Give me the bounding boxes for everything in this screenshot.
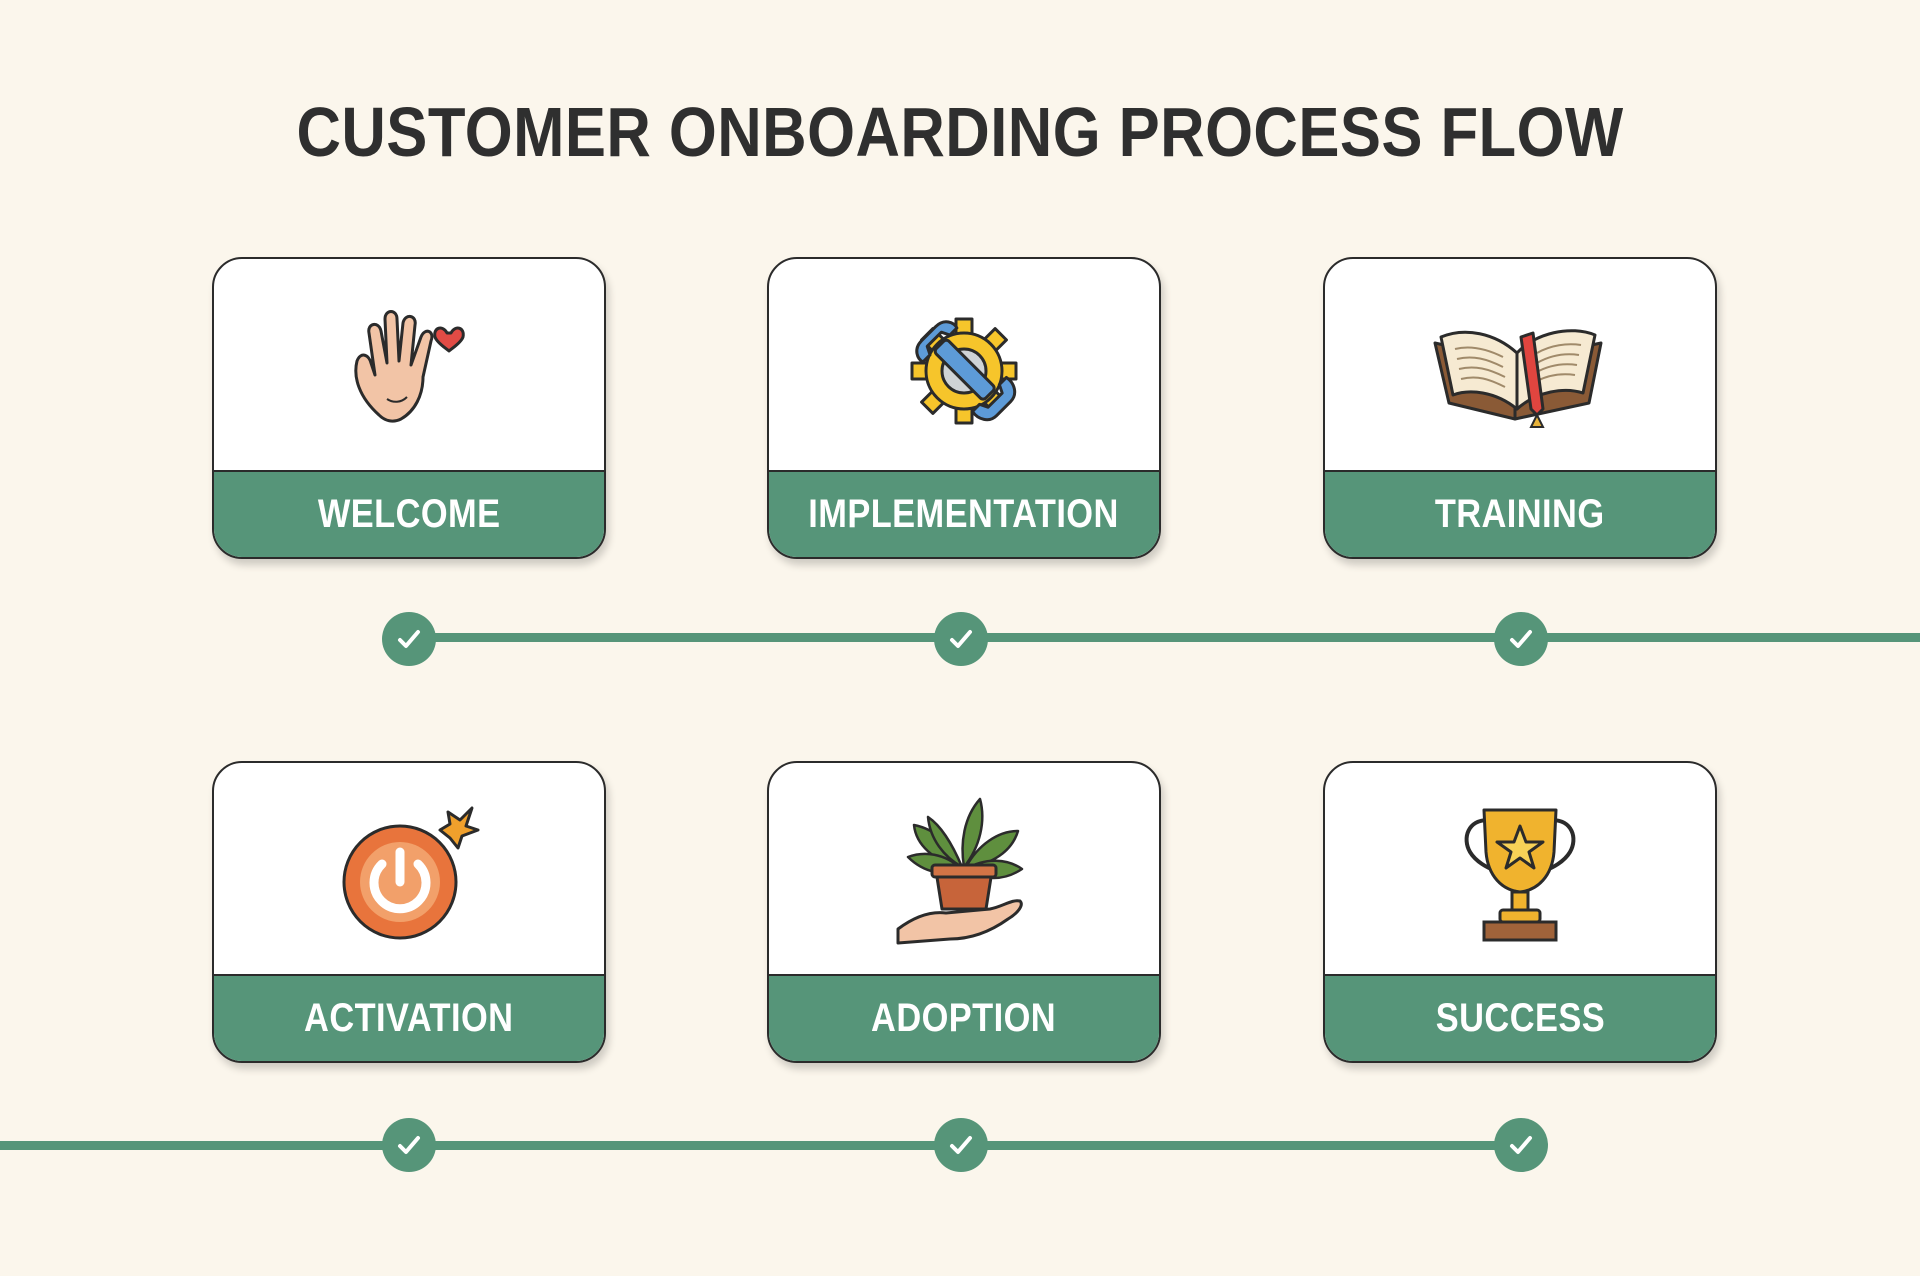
step-card-adoption: ADOPTION <box>767 761 1161 1063</box>
progress-rail-bottom <box>0 1141 1520 1150</box>
step-label: ACTIVATION <box>304 996 514 1040</box>
gear-wrench-icon <box>910 317 1018 424</box>
step-label: TRAINING <box>1435 492 1605 536</box>
page-title: CUSTOMER ONBOARDING PROCESS FLOW <box>296 93 1624 171</box>
step-label: SUCCESS <box>1435 996 1605 1040</box>
check-icon <box>382 612 436 666</box>
check-icon <box>382 1118 436 1172</box>
check-icon <box>934 612 988 666</box>
progress-rail-top <box>410 633 1920 642</box>
step-card-activation: ACTIVATION <box>212 761 606 1063</box>
waving-hand-heart-icon <box>354 309 465 423</box>
hand-holding-plant-icon <box>896 797 1024 944</box>
step-card-success: SUCCESS <box>1323 761 1717 1063</box>
check-icon <box>934 1118 988 1172</box>
step-label: WELCOME <box>317 492 501 536</box>
step-card-implementation: IMPLEMENTATION <box>767 257 1161 559</box>
trophy-star-icon <box>1464 808 1576 941</box>
step-label: ADOPTION <box>871 996 1057 1040</box>
power-button-icon <box>342 806 480 939</box>
open-book-icon <box>1433 328 1603 428</box>
step-card-training: TRAINING <box>1323 257 1717 559</box>
step-card-welcome: WELCOME <box>212 257 606 559</box>
step-label: IMPLEMENTATION <box>808 492 1120 536</box>
check-icon <box>1494 1118 1548 1172</box>
check-icon <box>1494 612 1548 666</box>
